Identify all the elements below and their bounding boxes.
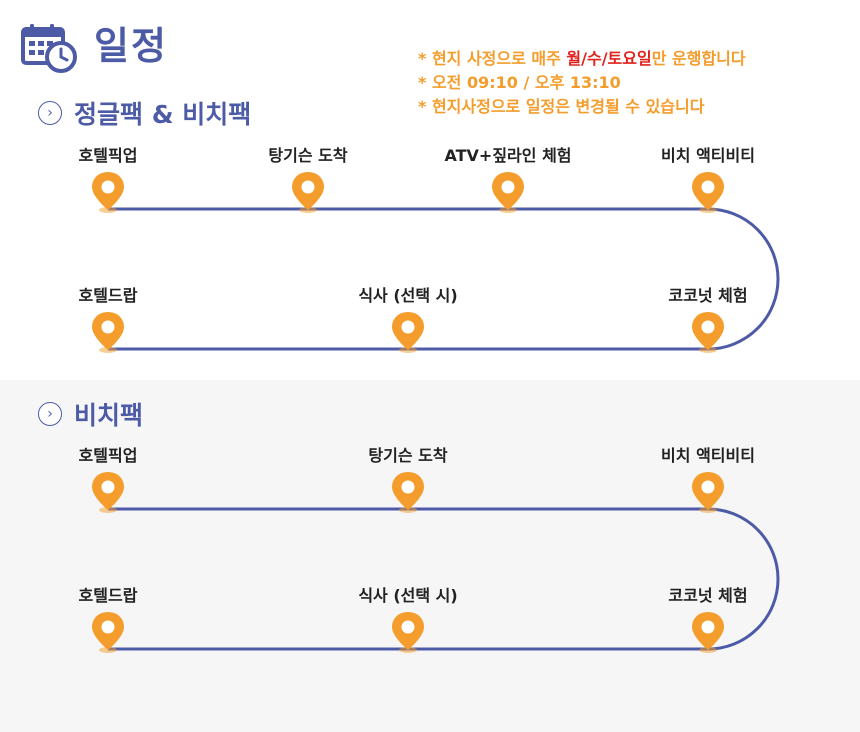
page-title: 일정 xyxy=(94,24,168,68)
route-jungle-beach: 호텔픽업 탕기슨 도착 ATV+짚라인 체험 비치 액티비티 호텔드랍 식사 (… xyxy=(0,142,860,432)
note-times: * 오전 09:10 / 오후 13:10 xyxy=(418,73,621,92)
location-pin-icon xyxy=(392,312,424,353)
section-title: 비치팩 xyxy=(74,401,144,430)
note-days-highlight: 월/수/토요일 xyxy=(566,49,652,68)
location-pin-icon xyxy=(692,612,724,653)
route-line xyxy=(108,207,780,351)
stop-label: 비치 액티비티 xyxy=(661,146,755,165)
chevron-right-icon: › xyxy=(38,402,62,426)
section-header-beach: › 비치팩 xyxy=(38,396,143,432)
section-title: 정글팩 & 비치팩 xyxy=(74,100,252,129)
route-line xyxy=(108,507,780,651)
location-pin-icon xyxy=(292,172,324,213)
location-pin-icon xyxy=(92,312,124,353)
schedule-notes: * 현지 사정으로 매주 월/수/토요일만 운행합니다 * 오전 09:10 /… xyxy=(418,47,746,119)
location-pin-icon xyxy=(92,172,124,213)
stop-label: 탕기슨 도착 xyxy=(268,146,348,165)
route-beach: 호텔픽업 탕기슨 도착 비치 액티비티 호텔드랍 식사 (선택 시) 코코넛 체… xyxy=(0,442,860,732)
location-pin-icon xyxy=(692,312,724,353)
chevron-right-icon: › xyxy=(38,101,62,125)
stop-label: 식사 (선택 시) xyxy=(358,286,458,305)
stop-label: 호텔픽업 xyxy=(78,146,138,165)
note-days: * 현지 사정으로 매주 월/수/토요일만 운행합니다 xyxy=(418,47,746,71)
location-pin-icon xyxy=(492,172,524,213)
stop-label: 식사 (선택 시) xyxy=(358,586,458,605)
stop-label: 호텔드랍 xyxy=(78,586,138,605)
location-pin-icon xyxy=(392,612,424,653)
location-pin-icon xyxy=(692,172,724,213)
stop-label: 호텔픽업 xyxy=(78,446,138,465)
stop-label: 비치 액티비티 xyxy=(661,446,755,465)
location-pin-icon xyxy=(392,472,424,513)
note-days-prefix: * 현지 사정으로 매주 xyxy=(418,49,567,68)
location-pin-icon xyxy=(92,612,124,653)
stop-label: 호텔드랍 xyxy=(78,286,138,305)
location-pin-icon xyxy=(692,472,724,513)
stop-label: 코코넛 체험 xyxy=(668,586,748,605)
note-change: * 현지사정으로 일정은 변경될 수 있습니다 xyxy=(418,97,705,116)
stop-label: 탕기슨 도착 xyxy=(368,446,448,465)
section-header-jungle-beach: › 정글팩 & 비치팩 xyxy=(38,95,251,131)
stop-label: 코코넛 체험 xyxy=(668,286,748,305)
calendar-clock-icon xyxy=(20,22,78,78)
location-pin-icon xyxy=(92,472,124,513)
note-days-suffix: 만 운행합니다 xyxy=(651,49,746,68)
stop-label: ATV+짚라인 체험 xyxy=(444,146,572,165)
